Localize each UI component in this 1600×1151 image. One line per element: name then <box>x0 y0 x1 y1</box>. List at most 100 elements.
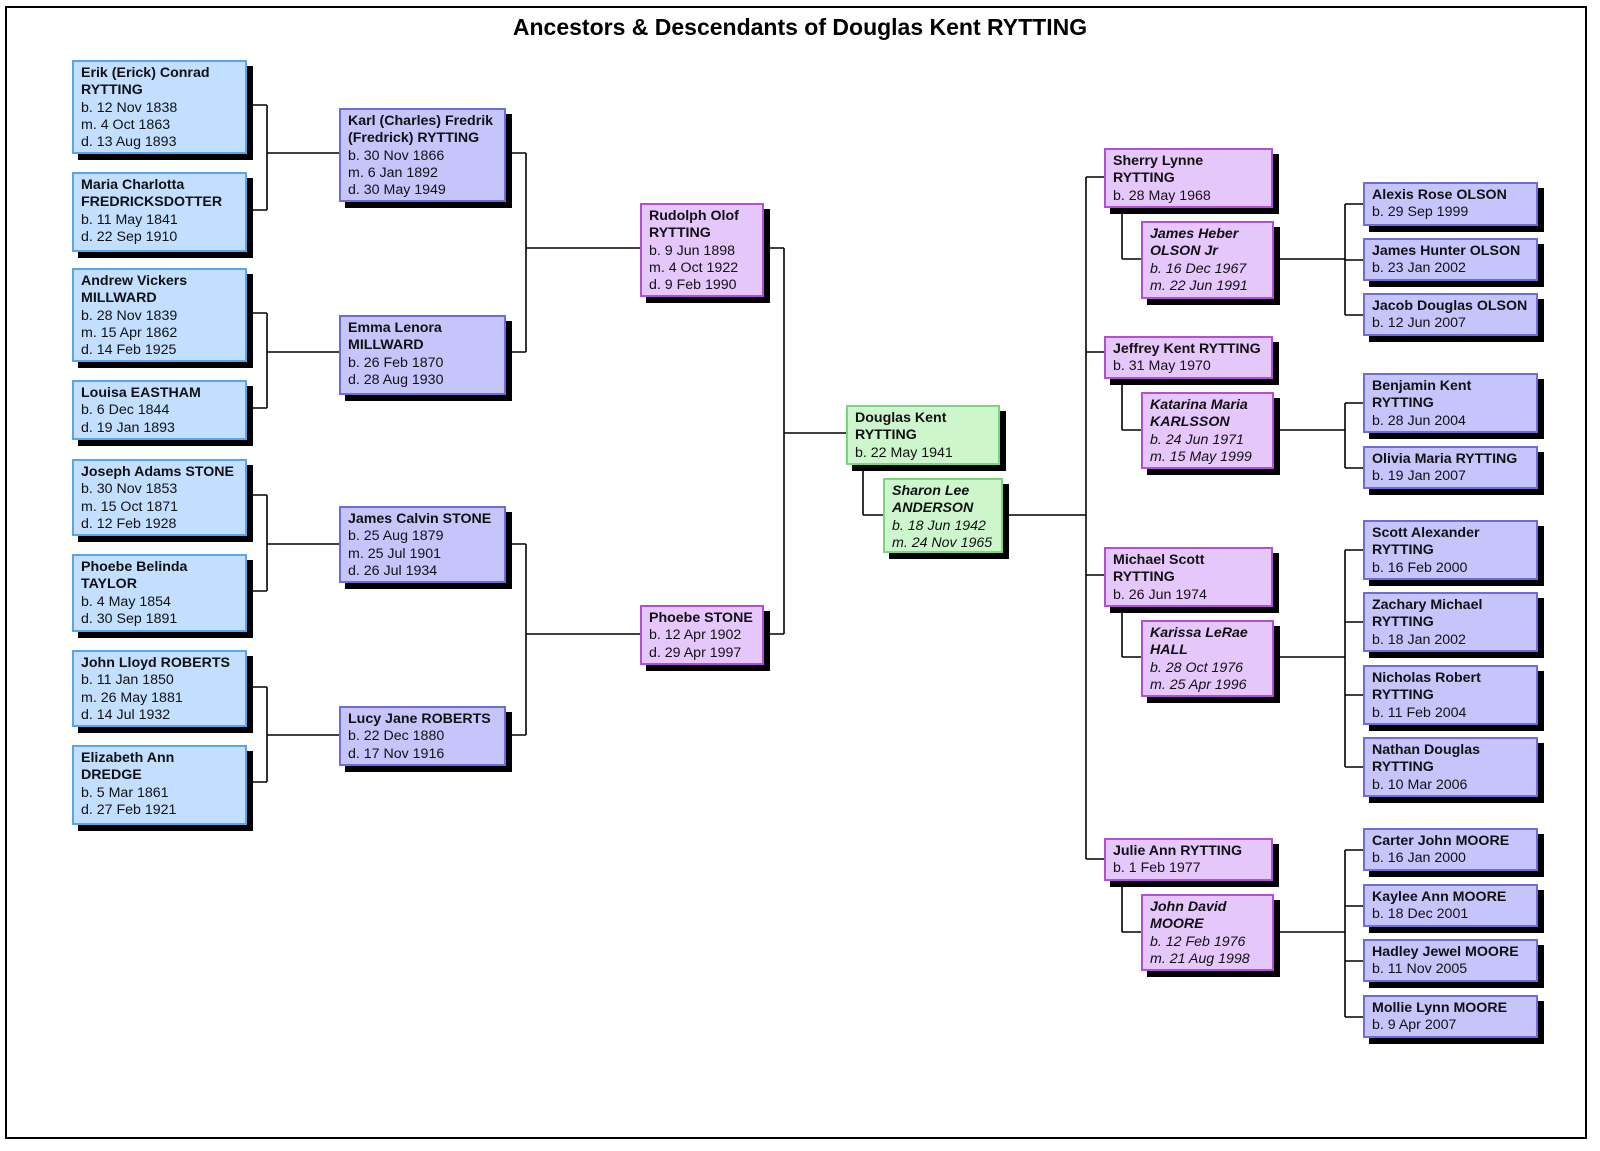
person-name: Zachary Michael RYTTING <box>1372 597 1483 631</box>
person-detail: b. 18 Jan 2002 <box>1372 631 1466 648</box>
person-card-karl[interactable]: Karl (Charles) Fredrik (Fredrick) RYTTIN… <box>339 108 506 202</box>
person-detail: b. 12 Apr 1902 <box>649 627 742 644</box>
person-detail: b. 9 Jun 1898 <box>649 242 735 259</box>
person-name: Phoebe STONE <box>649 610 753 626</box>
chart-title: Ancestors & Descendants of Douglas Kent … <box>512 14 1088 40</box>
person-detail: d. 27 Feb 1921 <box>81 801 177 818</box>
person-detail: d. 29 Apr 1997 <box>649 644 742 661</box>
person-name: Erik (Erick) Conrad RYTTING <box>81 65 210 99</box>
person-detail: d. 30 May 1949 <box>348 182 446 199</box>
person-detail: b. 1 Feb 1977 <box>1113 860 1201 877</box>
person-name: Joseph Adams STONE <box>81 464 234 480</box>
person-detail: b. 11 May 1841 <box>81 211 178 228</box>
person-detail: m. 15 Oct 1871 <box>81 498 178 515</box>
person-detail: b. 28 Jun 2004 <box>1372 412 1466 429</box>
person-name: Phoebe Belinda TAYLOR <box>81 559 188 593</box>
person-detail: b. 11 Nov 2005 <box>1372 961 1468 978</box>
person-detail: m. 4 Oct 1922 <box>649 259 739 276</box>
person-name: Katarina Maria KARLSSON <box>1150 397 1248 431</box>
person-detail: b. 12 Feb 1976 <box>1150 933 1246 950</box>
person-name: James Heber OLSON Jr <box>1150 226 1239 260</box>
person-detail: m. 22 Jun 1991 <box>1150 277 1248 294</box>
person-detail: m. 24 Nov 1965 <box>892 534 993 551</box>
person-name: Jacob Douglas OLSON <box>1372 298 1528 314</box>
person-detail: d. 28 Aug 1930 <box>348 371 444 388</box>
person-name: Rudolph Olof RYTTING <box>649 208 739 242</box>
person-detail: b. 10 Mar 2006 <box>1372 776 1468 793</box>
person-name: Nicholas Robert RYTTING <box>1372 670 1481 704</box>
person-detail: b. 23 Jan 2002 <box>1372 260 1466 277</box>
person-detail: b. 18 Dec 2001 <box>1372 906 1469 923</box>
person-detail: d. 14 Feb 1925 <box>81 342 177 359</box>
person-name: Sherry Lynne RYTTING <box>1113 153 1204 187</box>
person-detail: b. 16 Jan 2000 <box>1372 850 1466 867</box>
person-name: Jeffrey Kent RYTTING <box>1113 341 1261 357</box>
person-detail: d. 13 Aug 1893 <box>81 134 177 151</box>
person-detail: b. 9 Apr 2007 <box>1372 1017 1457 1034</box>
person-detail: d. 9 Feb 1990 <box>649 277 737 294</box>
person-detail: b. 6 Dec 1844 <box>81 402 170 419</box>
person-name: Benjamin Kent RYTTING <box>1372 378 1472 412</box>
person-name: Emma Lenora MILLWARD <box>348 320 442 354</box>
person-detail: b. 11 Jan 1850 <box>81 672 174 689</box>
person-detail: b. 25 Aug 1879 <box>348 528 444 545</box>
person-name: Karissa LeRae HALL <box>1150 625 1248 659</box>
person-detail: b. 29 Sep 1999 <box>1372 204 1469 221</box>
person-detail: d. 17 Nov 1916 <box>348 745 445 762</box>
person-name: Lucy Jane ROBERTS <box>348 711 491 727</box>
person-detail: b. 12 Jun 2007 <box>1372 315 1466 332</box>
person-detail: b. 26 Jun 1974 <box>1113 586 1207 603</box>
person-detail: d. 19 Jan 1893 <box>81 419 175 436</box>
person-detail: b. 16 Dec 1967 <box>1150 260 1247 277</box>
person-name: John Lloyd ROBERTS <box>81 655 230 671</box>
person-detail: b. 4 May 1854 <box>81 593 171 610</box>
person-name: Elizabeth Ann DREDGE <box>81 750 175 784</box>
person-detail: b. 26 Feb 1870 <box>348 354 444 371</box>
person-name: Sharon Lee ANDERSON <box>892 483 974 517</box>
person-detail: m. 15 Apr 1862 <box>81 324 178 341</box>
person-detail: b. 18 Jun 1942 <box>892 517 986 534</box>
person-detail: b. 28 May 1968 <box>1113 187 1211 204</box>
person-detail: b. 28 Nov 1839 <box>81 307 178 324</box>
person-detail: b. 24 Jun 1971 <box>1150 431 1244 448</box>
person-detail: m. 26 May 1881 <box>81 689 183 706</box>
person-detail: d. 14 Jul 1932 <box>81 706 171 723</box>
